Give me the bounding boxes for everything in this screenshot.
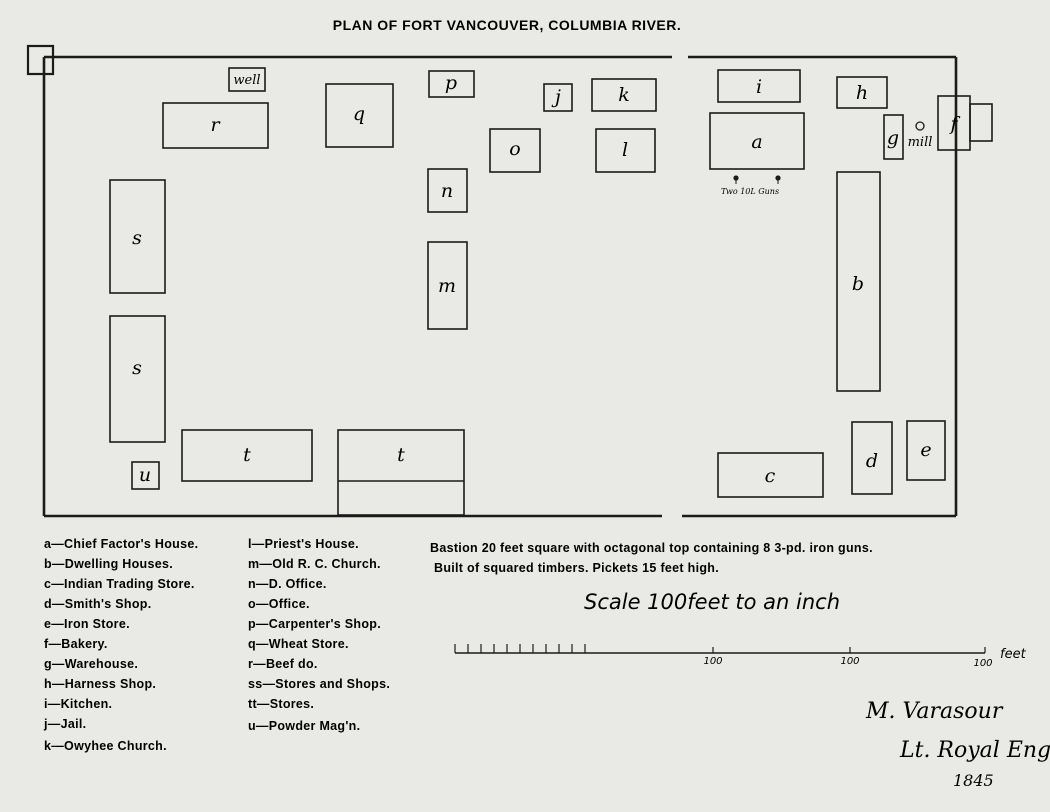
svg-text:q: q: [353, 103, 365, 125]
legend-item: p—Carpenter's Shop.: [248, 617, 381, 631]
construction-note: Built of squared timbers. Pickets 15 fee…: [434, 561, 719, 575]
stockade-walls: [42, 55, 958, 518]
legend-item: ss—Stores and Shops.: [248, 677, 390, 691]
svg-text:k: k: [618, 84, 630, 106]
svg-text:well: well: [233, 73, 260, 88]
legend-item: e—Iron Store.: [44, 617, 130, 631]
legend-item: tt—Stores.: [248, 697, 314, 711]
building-t-left: t: [181, 429, 313, 482]
legend-item: q—Wheat Store.: [248, 637, 349, 651]
svg-text:p: p: [445, 72, 457, 94]
legend-item: l—Priest's House.: [248, 537, 359, 551]
legend-left: a—Chief Factor's House. b—Dwelling House…: [43, 537, 198, 753]
scale-title: Scale 100feet to an inch: [584, 590, 840, 614]
building-u: u: [131, 461, 160, 490]
building-j: j: [543, 83, 573, 112]
svg-text:h: h: [856, 82, 868, 104]
legend-item: r—Beef do.: [248, 657, 318, 671]
svg-text:a: a: [751, 131, 762, 153]
svg-text:l: l: [622, 139, 628, 161]
building-c: c: [717, 452, 824, 498]
legend-item: h—Harness Shop.: [44, 677, 156, 691]
legend-item: f—Bakery.: [44, 637, 108, 651]
bastion-northwest: [26, 44, 55, 76]
signature-name: M. Varasour: [865, 699, 1004, 724]
scale-unit: feet: [1000, 647, 1027, 662]
svg-text:n: n: [441, 180, 453, 202]
svg-text:b: b: [852, 273, 864, 295]
svg-text:s: s: [132, 227, 142, 249]
legend-item: g—Warehouse.: [44, 657, 138, 671]
legend-item: d—Smith's Shop.: [44, 597, 151, 611]
mill: mill: [908, 121, 933, 150]
legend-item: k—Owyhee Church.: [44, 739, 167, 753]
map-title: PLAN OF FORT VANCOUVER, COLUMBIA RIVER.: [333, 17, 682, 33]
legend-item: b—Dwelling Houses.: [44, 557, 173, 571]
legend-item: j—Jail.: [43, 717, 86, 731]
legend-item: o—Office.: [248, 597, 310, 611]
guns-label: Two 10L Guns: [721, 187, 779, 196]
building-n: n: [427, 168, 468, 213]
svg-text:i: i: [756, 76, 762, 98]
svg-text:j: j: [551, 86, 561, 108]
legend-item: c—Indian Trading Store.: [44, 577, 195, 591]
signature-rank: Lt. Royal Eng.: [899, 738, 1050, 763]
building-e: e: [906, 420, 946, 481]
scale-tick-label: 100: [840, 656, 859, 667]
building-a: a: [709, 112, 805, 170]
legend-item: n—D. Office.: [248, 577, 327, 591]
legend-item: i—Kitchen.: [44, 697, 112, 711]
svg-text:c: c: [765, 465, 776, 487]
svg-text:s: s: [132, 357, 142, 379]
scale-minor-ticks: [454, 644, 586, 653]
building-i: i: [717, 69, 801, 103]
building-b: b: [836, 171, 881, 392]
svg-text:t: t: [397, 444, 405, 466]
building-s-upper: s: [109, 179, 166, 294]
building-k: k: [591, 78, 657, 112]
building-h: h: [836, 76, 888, 109]
legend-right: l—Priest's House. m—Old R. C. Church. n—…: [248, 537, 390, 733]
svg-text:d: d: [866, 450, 878, 472]
building-r: r: [162, 102, 269, 149]
building-m: m: [427, 241, 468, 330]
svg-text:r: r: [210, 114, 221, 136]
building-q: q: [325, 83, 394, 148]
building-f: f: [937, 95, 993, 151]
scale-tick-label: 100: [973, 658, 992, 669]
building-l: l: [595, 128, 656, 173]
legend-item: a—Chief Factor's House.: [44, 537, 198, 551]
svg-text:mill: mill: [908, 135, 933, 150]
building-g: g: [883, 114, 904, 160]
svg-text:o: o: [509, 138, 520, 160]
svg-text:e: e: [920, 439, 931, 461]
signature: M. Varasour Lt. Royal Eng. 1845: [865, 699, 1050, 790]
svg-text:t: t: [243, 444, 251, 466]
svg-text:f: f: [948, 113, 960, 135]
legend-item: u—Powder Mag'n.: [248, 719, 360, 733]
building-d: d: [851, 421, 893, 495]
scale-tick-label: 100: [703, 656, 722, 667]
legend-item: m—Old R. C. Church.: [248, 557, 381, 571]
building-o: o: [489, 128, 541, 173]
well: well: [228, 67, 266, 92]
scale-bar: 100 100 100 feet: [454, 644, 1027, 669]
notes: Bastion 20 feet square with octagonal to…: [430, 541, 873, 575]
guns-marker: Two 10L Guns: [721, 175, 781, 196]
svg-text:u: u: [139, 464, 151, 486]
bastion-note: Bastion 20 feet square with octagonal to…: [430, 541, 873, 555]
building-t-right: t: [337, 429, 465, 516]
building-p: p: [428, 70, 475, 98]
svg-text:g: g: [887, 127, 899, 149]
building-s-lower: s: [109, 315, 166, 443]
signature-year: 1845: [953, 771, 994, 790]
svg-text:m: m: [438, 275, 456, 297]
